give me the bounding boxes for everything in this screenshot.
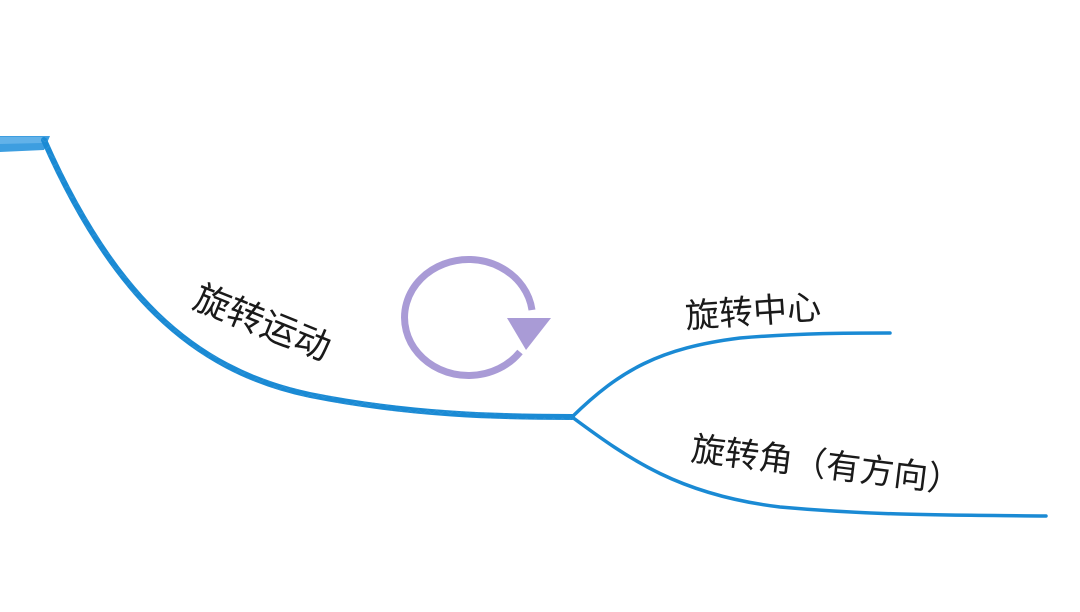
sub-branch-label-rotation-center[interactable]: 旋转中心: [684, 288, 822, 337]
sub-branch-connector-rotation-angle: [570, 415, 1048, 518]
rotate-clockwise-icon: [401, 256, 551, 380]
sub-branch-connector-rotation-center: [570, 331, 892, 419]
sub-branch-label-rotation-angle[interactable]: 旋转角（有方向）: [689, 429, 964, 502]
main-branch-texture: [41, 137, 575, 420]
parent-node-stub-highlight: [0, 137, 46, 144]
